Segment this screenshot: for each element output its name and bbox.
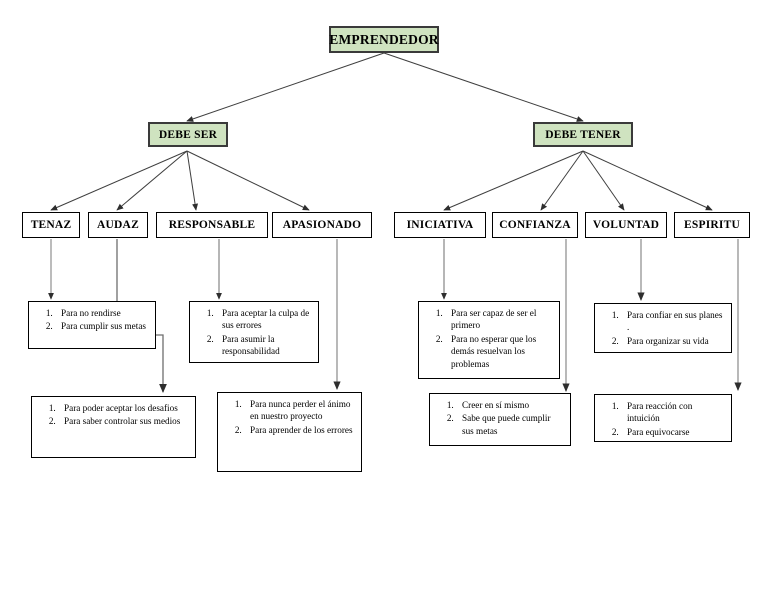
detail-box-tenaz[interactable]: Para no rendirse Para cumplir sus metas: [28, 301, 156, 349]
list-item: Sabe que puede cumplir sus metas: [456, 412, 564, 437]
edge-debe-tener-to-iniciativa: [443, 150, 584, 211]
edge-debe-ser-to-audaz: [116, 150, 188, 211]
node-debe-ser-label: DEBE SER: [158, 128, 218, 141]
detail-box-espiritu[interactable]: Para reacción con intuición Para equivoc…: [594, 394, 732, 442]
list-item: Para saber controlar sus medios: [58, 415, 189, 427]
list-item: Para ser capaz de ser el primero: [445, 307, 553, 332]
list-item: Para aceptar la culpa de sus errores: [216, 307, 312, 332]
edge-debe-ser-to-apasionado: [186, 150, 310, 211]
node-iniciativa-label: INICIATIVA: [406, 219, 474, 231]
node-tenaz[interactable]: TENAZ: [22, 212, 80, 238]
node-tenaz-label: TENAZ: [30, 219, 72, 231]
detail-list-espiritu: Para reacción con intuición Para equivoc…: [599, 400, 725, 438]
list-item: Para cumplir sus metas: [55, 320, 149, 332]
detail-list-iniciativa: Para ser capaz de ser el primero Para no…: [423, 307, 553, 370]
detail-box-iniciativa[interactable]: Para ser capaz de ser el primero Para no…: [418, 301, 560, 379]
edge-debe-tener-to-confianza: [540, 150, 584, 211]
list-item: Para organizar su vida: [621, 335, 725, 347]
list-item: Para reacción con intuición: [621, 400, 725, 425]
node-espiritu-label: ESPIRITU: [684, 219, 740, 231]
edge-debe-tener-to-espiritu: [582, 150, 713, 211]
node-iniciativa[interactable]: INICIATIVA: [394, 212, 486, 238]
node-confianza-label: CONFIANZA: [499, 219, 571, 231]
node-confianza[interactable]: CONFIANZA: [492, 212, 578, 238]
detail-box-voluntad[interactable]: Para confiar en sus planes . Para organi…: [594, 303, 732, 353]
node-voluntad-label: VOLUNTAD: [592, 219, 660, 231]
edge-debe-tener-to-voluntad: [582, 150, 625, 211]
list-item: Para asumir la responsabilidad: [216, 333, 312, 358]
node-emprendedor[interactable]: EMPRENDEDOR: [329, 26, 439, 53]
detail-box-responsable[interactable]: Para aceptar la culpa de sus errores Par…: [189, 301, 319, 363]
node-audaz[interactable]: AUDAZ: [88, 212, 148, 238]
node-emprendedor-label: EMPRENDEDOR: [329, 31, 439, 47]
edge-debe-ser-to-tenaz: [50, 150, 188, 211]
node-apasionado-label: APASIONADO: [282, 219, 362, 231]
node-espiritu[interactable]: ESPIRITU: [674, 212, 750, 238]
detail-list-tenaz: Para no rendirse Para cumplir sus metas: [33, 307, 149, 333]
detail-list-apasionado: Para nunca perder el ánimo en nuestro pr…: [222, 398, 355, 436]
list-item: Para equivocarse: [621, 426, 725, 438]
detail-box-confianza[interactable]: Creer en sí mismo Sabe que puede cumplir…: [429, 393, 571, 446]
node-debe-tener-label: DEBE TENER: [545, 128, 621, 141]
list-item: Para no rendirse: [55, 307, 149, 319]
list-item: Creer en sí mismo: [456, 399, 564, 411]
node-debe-ser[interactable]: DEBE SER: [148, 122, 228, 147]
list-item: Para poder aceptar los desafios: [58, 402, 189, 414]
node-responsable[interactable]: RESPONSABLE: [156, 212, 268, 238]
list-item: Para confiar en sus planes .: [621, 309, 725, 334]
list-item: Para aprender de los errores: [244, 424, 355, 436]
node-responsable-label: RESPONSABLE: [168, 219, 256, 231]
list-item: Para nunca perder el ánimo en nuestro pr…: [244, 398, 355, 423]
detail-list-audaz: Para poder aceptar los desafios Para sab…: [36, 402, 189, 428]
detail-list-confianza: Creer en sí mismo Sabe que puede cumplir…: [434, 399, 564, 437]
detail-box-apasionado[interactable]: Para nunca perder el ánimo en nuestro pr…: [217, 392, 362, 472]
edge-root-to-debe-tener: [383, 52, 584, 122]
detail-list-responsable: Para aceptar la culpa de sus errores Par…: [194, 307, 312, 358]
node-debe-tener[interactable]: DEBE TENER: [533, 122, 633, 147]
edge-debe-ser-to-responsable: [186, 150, 199, 211]
node-apasionado[interactable]: APASIONADO: [272, 212, 372, 238]
detail-list-voluntad: Para confiar en sus planes . Para organi…: [599, 309, 725, 347]
detail-box-audaz[interactable]: Para poder aceptar los desafios Para sab…: [31, 396, 196, 458]
node-voluntad[interactable]: VOLUNTAD: [585, 212, 667, 238]
list-item: Para no esperar que los demás resuelvan …: [445, 333, 553, 370]
edge-root-to-debe-ser: [186, 52, 385, 122]
node-audaz-label: AUDAZ: [97, 219, 139, 231]
